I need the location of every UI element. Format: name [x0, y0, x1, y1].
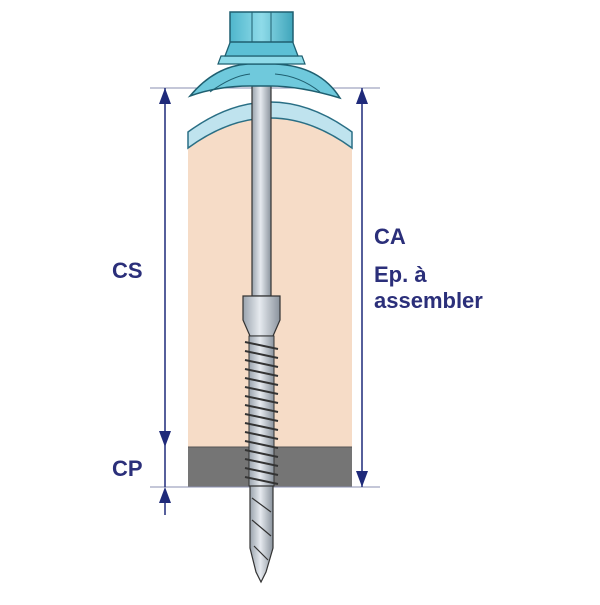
metal-washer — [217, 55, 306, 65]
top-sheet — [187, 101, 353, 150]
cs-dimension-line — [159, 88, 171, 447]
cp-label: CP — [112, 456, 143, 481]
cp-dimension-line — [159, 447, 171, 515]
sealing-washer — [187, 63, 342, 100]
screw-drill-tip — [249, 485, 274, 584]
ca-label: CA — [374, 224, 406, 249]
screw-thread — [244, 335, 279, 487]
ca-dimension-line — [356, 88, 368, 487]
thickness-label-line1: Ep. à — [374, 262, 427, 287]
hex-head — [224, 11, 299, 57]
screw-shank — [251, 59, 272, 297]
thickness-label-line2: assembler — [374, 288, 483, 313]
washer-inner-ring — [209, 73, 321, 93]
screw-shoulder — [242, 295, 281, 337]
cs-label: CS — [112, 258, 143, 283]
